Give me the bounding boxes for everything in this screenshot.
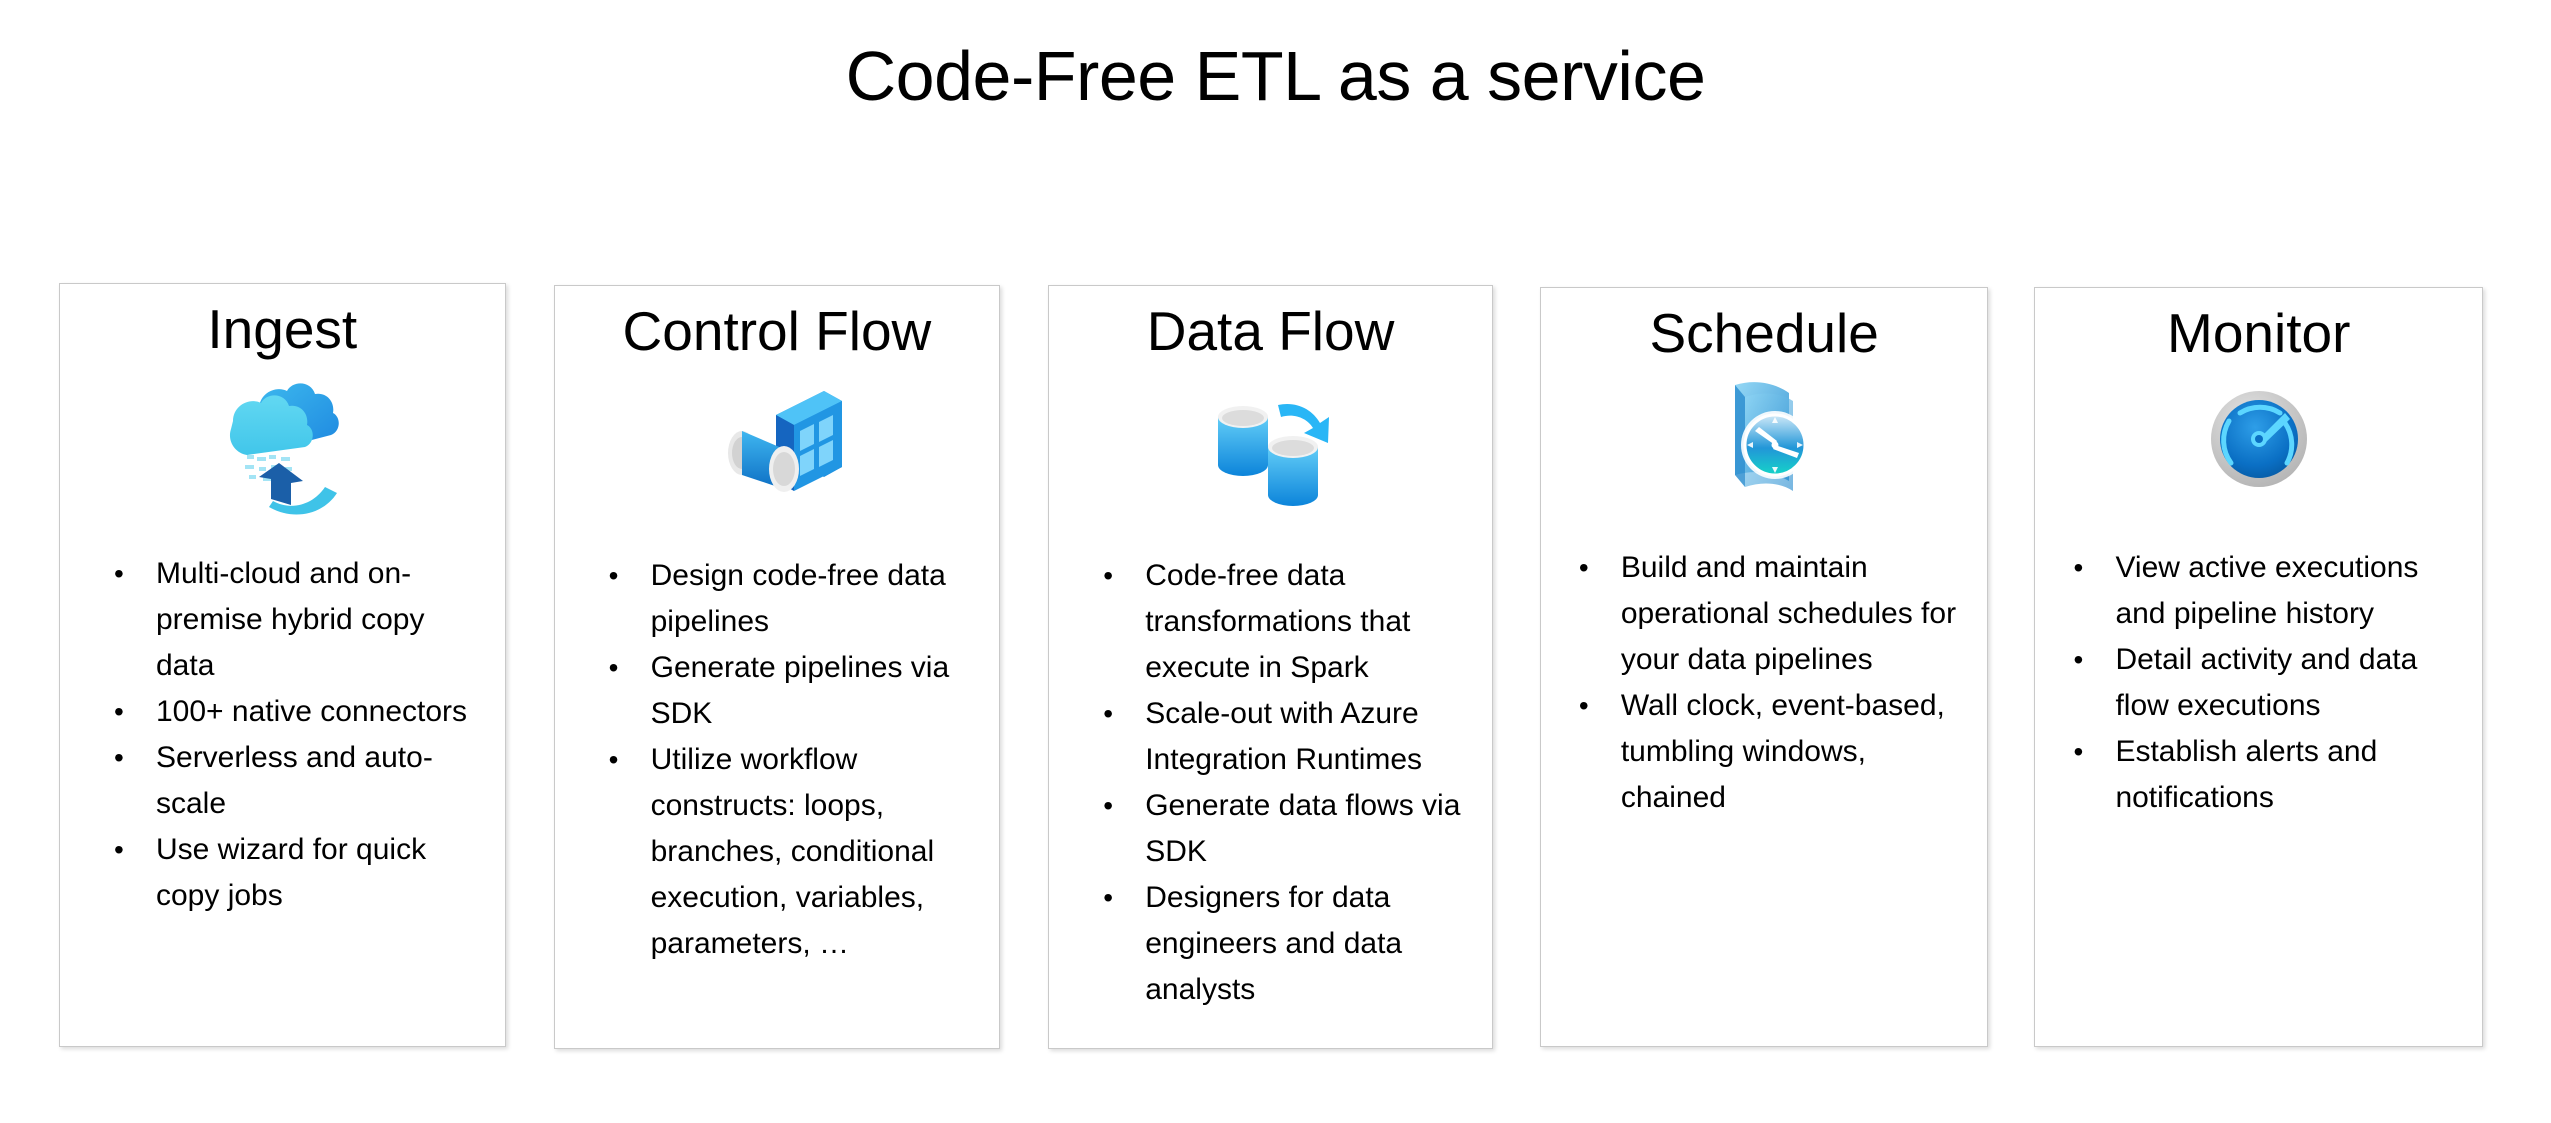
card-title-schedule: Schedule (1649, 302, 1879, 364)
card-title-monitor: Monitor (2167, 302, 2351, 364)
bullet-list-data-flow: Code-free data transformations that exec… (1049, 553, 1492, 1013)
feature-card-ingest[interactable]: Ingest (59, 283, 506, 1047)
feature-card-monitor[interactable]: Monitor (2034, 287, 2484, 1047)
list-item: 100+ native connectors (106, 689, 491, 735)
list-item: Scale-out with Azure Integration Runtime… (1095, 691, 1478, 783)
page-title: Code-Free ETL as a service (845, 37, 1706, 115)
feature-card-strip: Ingest (59, 283, 2484, 1049)
list-item: Establish alerts and notifications (2065, 729, 2472, 821)
bullet-list-control-flow: Design code-free data pipelines Generate… (555, 553, 1000, 967)
card-title-control-flow: Control Flow (622, 300, 932, 362)
list-item: Wall clock, event-based, tumbling window… (1571, 683, 1978, 821)
gauge-monitor-icon (2035, 369, 2482, 509)
folder-clock-icon (1541, 369, 1988, 509)
card-title-ingest: Ingest (207, 298, 358, 360)
bullet-list-monitor: View active executions and pipeline hist… (2035, 545, 2482, 821)
database-transform-icon (1049, 371, 1492, 519)
list-item: Generate data flows via SDK (1095, 783, 1478, 875)
feature-card-schedule[interactable]: Schedule (1539, 287, 1989, 1047)
cloud-download-icon (60, 369, 505, 517)
list-item: Designers for data engineers and data an… (1095, 875, 1478, 1013)
pipeline-grid-icon (555, 371, 1000, 519)
list-item: Serverless and auto-scale (106, 735, 491, 827)
list-item: Code-free data transformations that exec… (1095, 553, 1478, 691)
card-title-data-flow: Data Flow (1146, 300, 1395, 362)
list-item: Build and maintain operational schedules… (1571, 545, 1978, 683)
list-item: Use wizard for quick copy jobs (106, 827, 491, 919)
feature-card-data-flow[interactable]: Data Flow (1048, 285, 1493, 1049)
list-item: View active executions and pipeline hist… (2065, 545, 2472, 637)
list-item: Detail activity and data flow executions (2065, 637, 2472, 729)
bullet-list-schedule: Build and maintain operational schedules… (1541, 545, 1988, 821)
list-item: Multi-cloud and on-premise hybrid copy d… (106, 551, 491, 689)
list-item: Design code-free data pipelines (601, 553, 986, 645)
list-item: Utilize workflow constructs: loops, bran… (601, 737, 986, 967)
feature-card-control-flow[interactable]: Control Flow (553, 285, 1001, 1049)
list-item: Generate pipelines via SDK (601, 645, 986, 737)
bullet-list-ingest: Multi-cloud and on-premise hybrid copy d… (60, 551, 505, 919)
